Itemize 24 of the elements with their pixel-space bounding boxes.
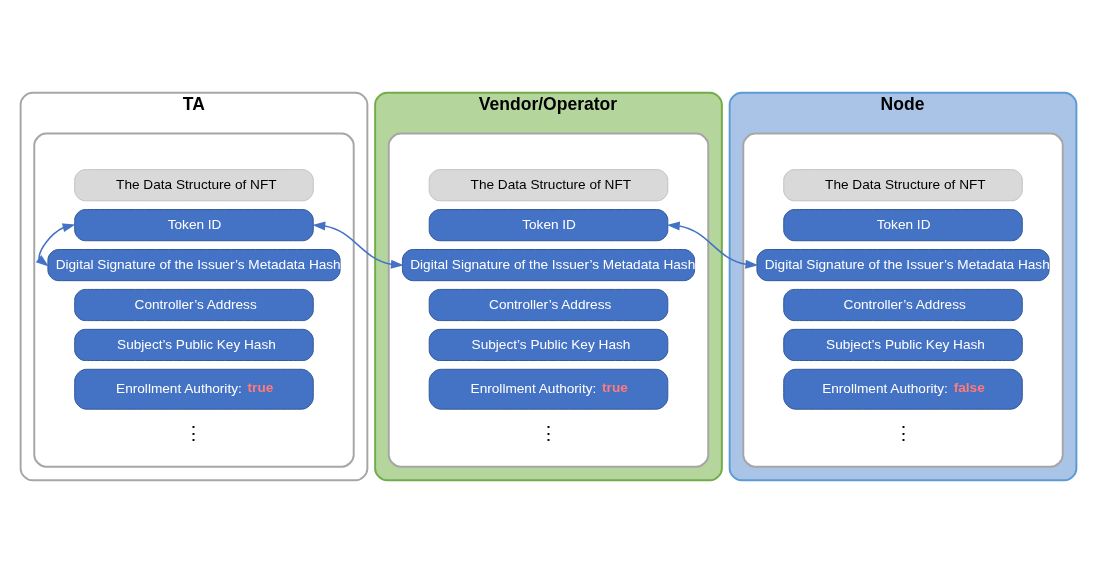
label: ⋮ bbox=[539, 421, 558, 444]
node-box: Controller’s Address bbox=[428, 288, 669, 321]
node-box: Controller’s Address bbox=[783, 288, 1023, 321]
arrow bbox=[35, 222, 76, 266]
arrow bbox=[666, 221, 759, 269]
node-box: Controller’s Address bbox=[74, 288, 314, 321]
node-box: Subject’s Public Key Hash bbox=[428, 328, 669, 361]
node-box: Enrollment Authority: false bbox=[783, 368, 1023, 410]
node-box: Digital Signature of the Issuer’s Metadata Hash bbox=[47, 248, 341, 281]
node-box: Digital Signature of the Issuer’s Metadata Hash bbox=[401, 248, 696, 281]
node-box: Enrollment Authority: true bbox=[428, 368, 669, 410]
node-box: The Data Structure of NFT bbox=[783, 168, 1023, 201]
node-box: The Data Structure of NFT bbox=[74, 168, 314, 201]
label: ⋮ bbox=[184, 421, 204, 444]
node-box: Token ID bbox=[428, 208, 669, 241]
node-box: Token ID bbox=[783, 208, 1023, 241]
node-box: Subject’s Public Key Hash bbox=[783, 328, 1023, 361]
node-box: Token ID bbox=[74, 208, 314, 241]
node-box: The Data Structure of NFT bbox=[428, 168, 669, 201]
node-box: Enrollment Authority: true bbox=[74, 368, 314, 410]
arrow bbox=[312, 221, 404, 269]
label: ⋮ bbox=[893, 421, 913, 444]
node-box: Digital Signature of the Issuer’s Metadata Hash bbox=[756, 248, 1050, 281]
node-box: Subject’s Public Key Hash bbox=[74, 328, 314, 361]
